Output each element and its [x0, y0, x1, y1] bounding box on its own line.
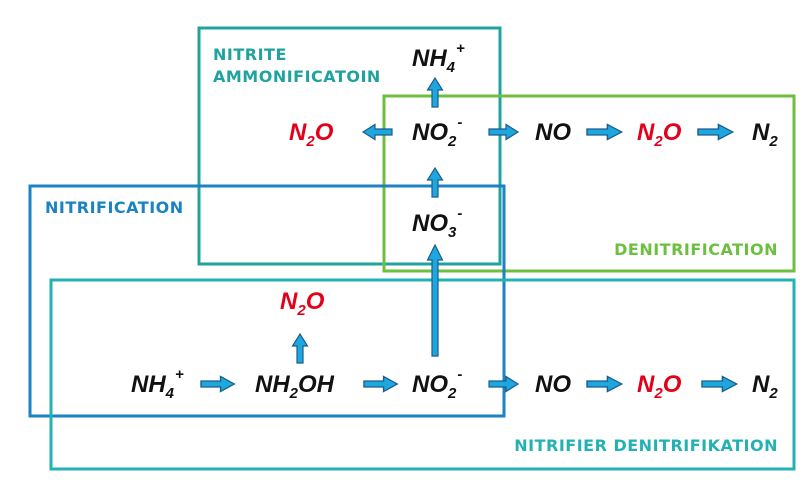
species-no-mid: NO — [535, 119, 571, 146]
species-n2o-bottom: N2O — [637, 371, 682, 402]
arrow-nh2oh-to-n2o-upper — [291, 333, 309, 364]
nitrification-label: NITRIFICATION — [45, 198, 184, 217]
arrow-no2-to-n2o-left — [362, 123, 393, 141]
species-nh4-bottom: NH4+ — [131, 366, 184, 402]
arrow-no2-bottom-to-no3 — [426, 243, 444, 357]
arrow-nh2oh-to-no2 — [363, 375, 399, 393]
arrow-nh4-to-nh2oh — [200, 375, 236, 393]
species-no3: NO3- — [412, 205, 462, 241]
species-nh2oh: NH2OH — [255, 371, 335, 402]
species-n2-mid: N2 — [752, 119, 778, 150]
species-n2o-mid: N2O — [637, 119, 682, 150]
arrow-n2o-to-n2-bottom — [701, 375, 738, 393]
nitrifier-denitrification-box — [49, 278, 796, 471]
arrow-no-to-n2o-bottom — [586, 375, 623, 393]
nitrifier-denitrification-label: NITRIFIER DENITRIFIKATION — [514, 436, 778, 455]
nitrite-ammonification-box — [197, 26, 502, 266]
denitrification-label: DENITRIFICATION — [614, 240, 778, 259]
species-n2-bottom: N2 — [752, 371, 778, 402]
arrow-n2o-to-n2-mid — [697, 123, 734, 141]
arrow-no3-to-no2-mid — [426, 167, 444, 198]
species-no2-bottom: NO2- — [412, 366, 462, 402]
arrow-no2-to-no-mid — [488, 123, 519, 141]
species-n2o-upper: N2O — [280, 288, 325, 319]
species-no-bottom: NO — [535, 371, 571, 398]
nitrite-ammonification-label-line1: NITRITE — [213, 45, 287, 64]
arrow-no-to-n2o-mid — [586, 123, 623, 141]
species-no2-mid: NO2- — [412, 114, 462, 150]
species-n2o-left: N2O — [289, 119, 334, 150]
nitrite-ammonification-label-line2: AMMONIFICATOIN — [213, 67, 381, 86]
arrow-no2-to-nh4 — [426, 77, 444, 108]
nitrification-box — [28, 184, 506, 418]
species-nh4-top: NH4+ — [412, 40, 465, 76]
denitrification-box — [382, 94, 796, 273]
